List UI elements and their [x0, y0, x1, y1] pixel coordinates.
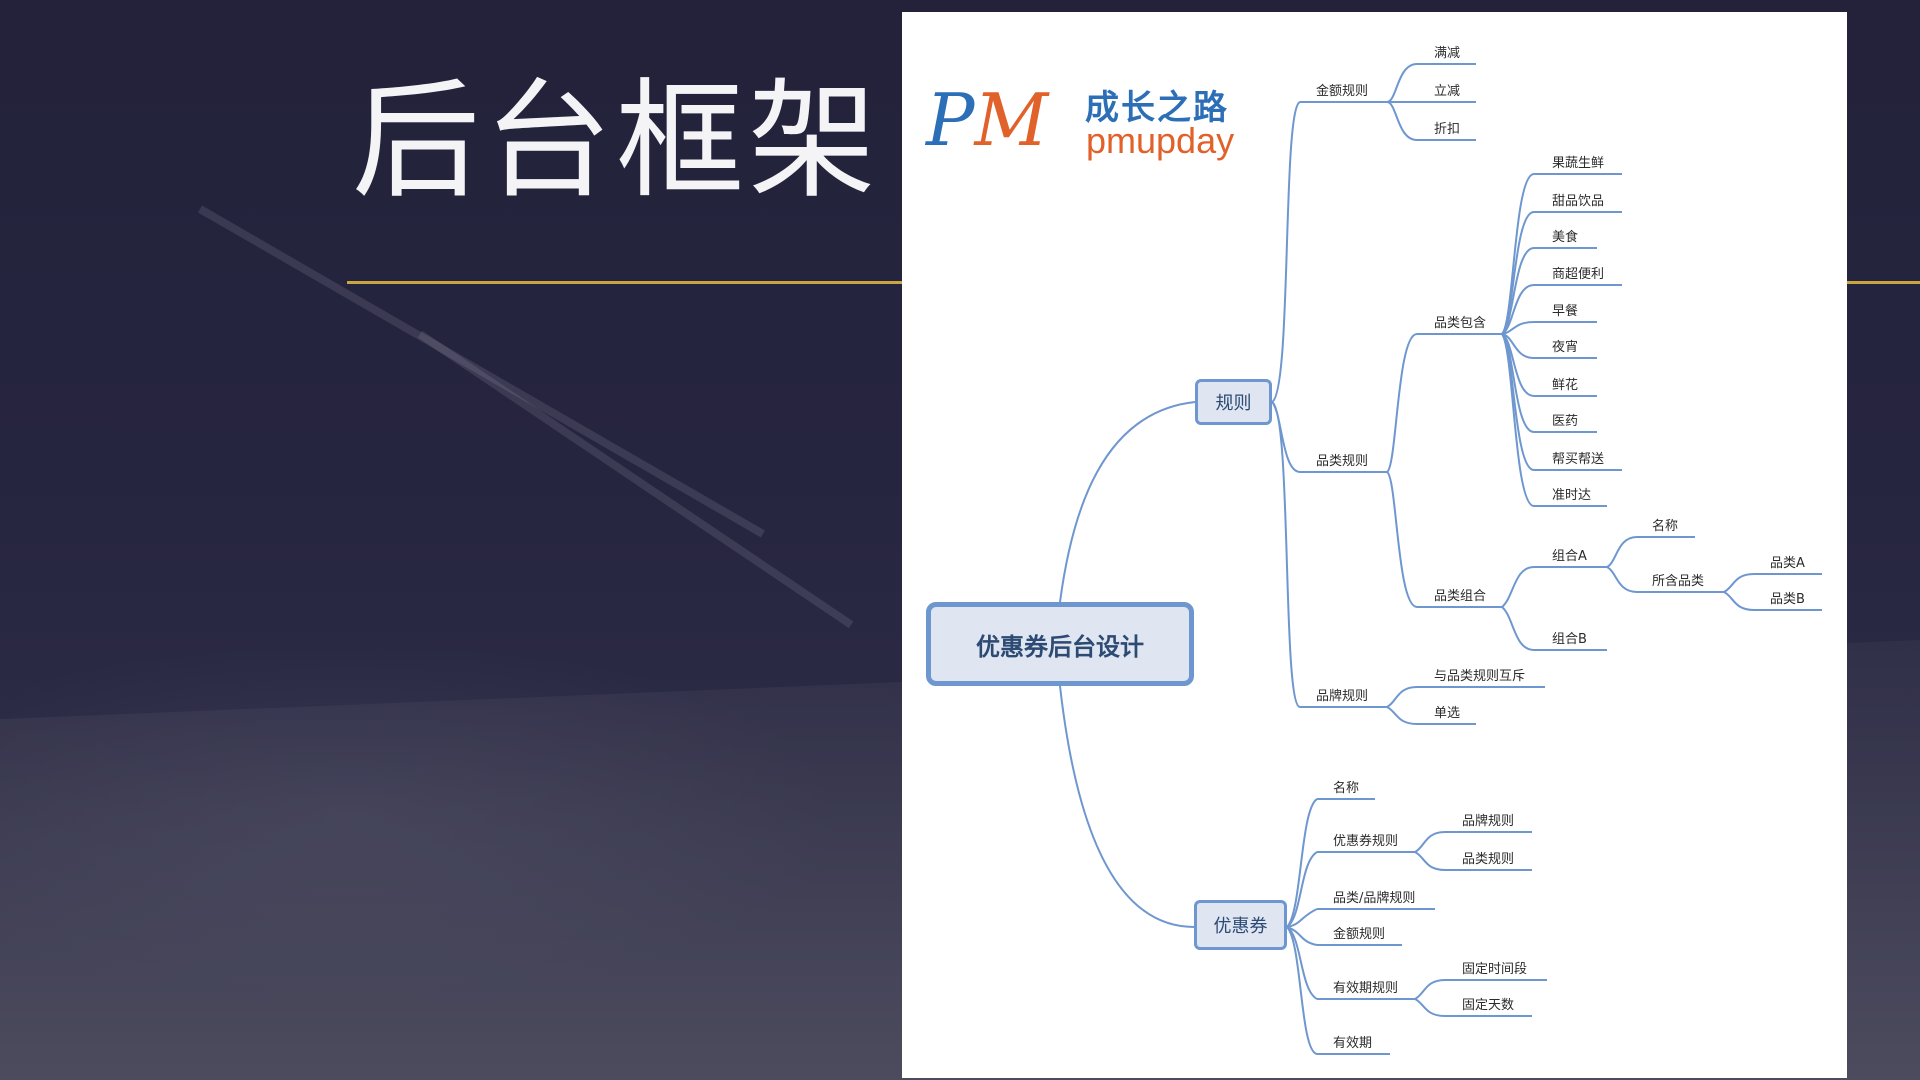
node-rules: 规则	[1195, 379, 1272, 425]
label-category-item: 夜宵	[1552, 340, 1579, 355]
label-coupon-name: 名称	[1333, 781, 1360, 796]
logo-mark: PM	[926, 84, 1048, 156]
label-brand-single: 单选	[1434, 706, 1461, 721]
logo-name-cn: 成长之路	[1085, 88, 1229, 128]
mindmap-panel: PM 成长之路 pmupday	[902, 12, 1847, 1078]
label-fixed-period: 固定时间段	[1462, 962, 1528, 977]
label-category-item: 帮买帮送	[1552, 452, 1605, 467]
label-coupon-category-rules: 品类规则	[1462, 852, 1515, 867]
label-category-combo: 品类组合	[1434, 589, 1487, 604]
label-category-item: 准时达	[1552, 488, 1592, 503]
node-coupon: 优惠券	[1194, 900, 1287, 950]
label-brand-exclusive: 与品类规则互斥	[1434, 669, 1526, 684]
label-instant-reduction: 立减	[1434, 84, 1461, 99]
label-amount-rules: 金额规则	[1316, 84, 1369, 99]
label-brand-rules: 品牌规则	[1316, 689, 1369, 704]
label-category-b: 品类B	[1770, 592, 1805, 607]
logo-mark-m: M	[974, 78, 1049, 162]
label-validity: 有效期	[1333, 1036, 1373, 1051]
label-category-item: 医药	[1552, 414, 1579, 429]
label-category-item: 早餐	[1552, 304, 1579, 319]
label-combo-b: 组合B	[1552, 632, 1587, 647]
mindmap-root-node: 优惠券后台设计	[926, 602, 1194, 686]
label-coupon-cat-brand: 品类/品牌规则	[1333, 891, 1416, 906]
logo-mark-p: P	[926, 78, 975, 162]
label-combo-a: 组合A	[1552, 549, 1587, 564]
logo-name-en: pmupday	[1086, 120, 1235, 161]
label-coupon-amount: 金额规则	[1333, 927, 1386, 942]
label-discount: 折扣	[1434, 122, 1461, 137]
label-category-item: 美食	[1552, 230, 1579, 245]
label-category-item: 果蔬生鲜	[1552, 156, 1605, 171]
label-category-includes: 品类包含	[1434, 316, 1487, 331]
label-category-item: 商超便利	[1552, 267, 1605, 282]
label-coupon-brand-rules: 品牌规则	[1462, 814, 1515, 829]
label-coupon-rules: 优惠券规则	[1333, 834, 1399, 849]
label-combo-a-name: 名称	[1652, 519, 1679, 534]
label-category-item: 甜品饮品	[1552, 194, 1605, 209]
label-combo-a-contains: 所含品类	[1652, 574, 1705, 589]
label-validity-rules: 有效期规则	[1333, 981, 1399, 996]
label-category-item: 鲜花	[1552, 378, 1579, 393]
slide-title: 后台框架	[352, 67, 881, 216]
mindmap-connectors	[1059, 63, 1822, 1055]
label-full-reduction: 满减	[1434, 46, 1461, 61]
label-category-rules: 品类规则	[1316, 454, 1369, 469]
label-fixed-days: 固定天数	[1462, 998, 1515, 1013]
label-category-a: 品类A	[1770, 556, 1805, 571]
